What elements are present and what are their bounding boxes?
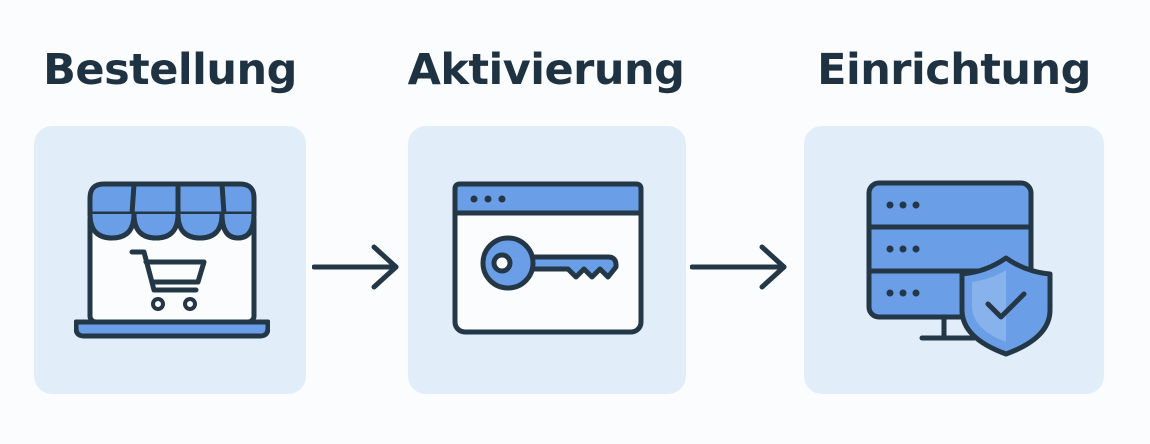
arrow-right-icon <box>690 243 790 293</box>
step-title-bestellung: Bestellung <box>43 45 297 95</box>
step-card-aktivierung <box>408 126 686 394</box>
arrow-right-icon <box>312 243 402 293</box>
step-card-bestellung <box>34 126 306 394</box>
browser-key-icon <box>452 181 644 336</box>
server-shield-icon <box>866 180 1062 358</box>
shop-cart-icon <box>74 180 270 340</box>
step-title-aktivierung: Aktivierung <box>407 45 685 95</box>
step-title-einrichtung: Einrichtung <box>817 45 1091 95</box>
step-card-einrichtung <box>804 126 1104 394</box>
